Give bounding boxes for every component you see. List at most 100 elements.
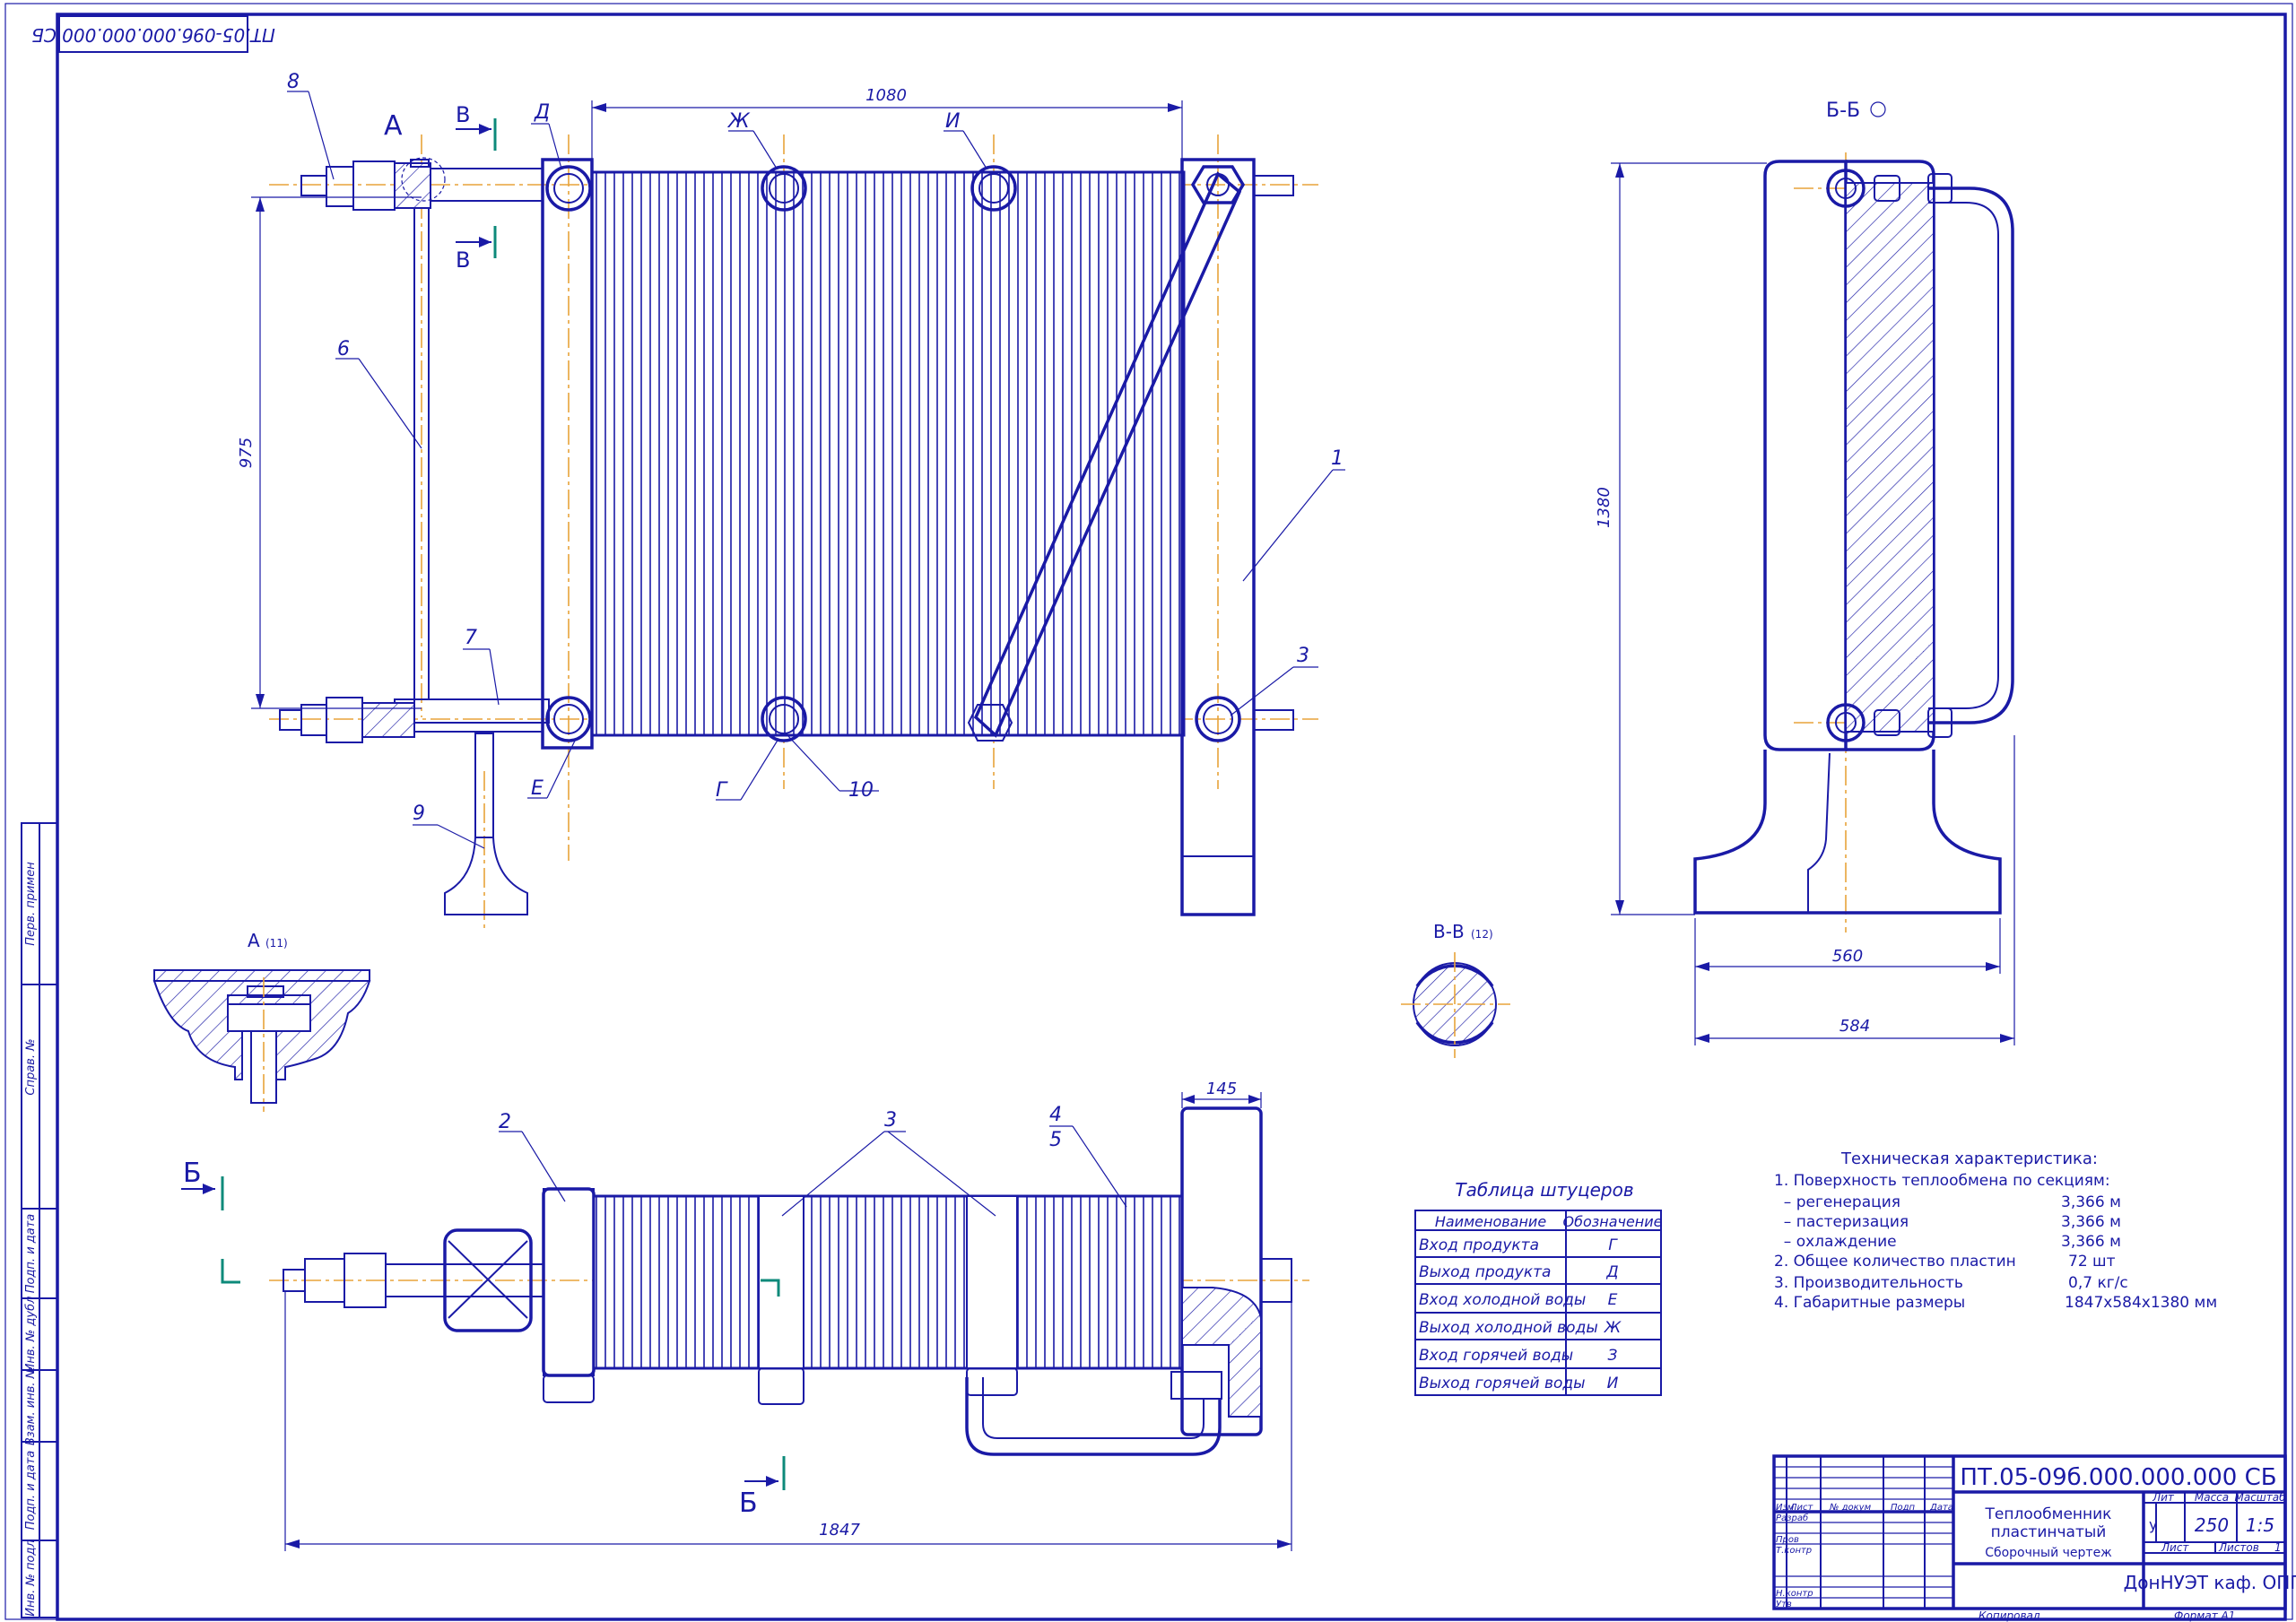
svg-text:Копировал: Копировал — [1979, 1609, 2040, 1622]
dimension-1847: 1847 — [284, 1291, 1292, 1551]
svg-text:Н.контр: Н.контр — [1776, 1589, 1813, 1599]
svg-text:Лист: Лист — [1789, 1503, 1814, 1513]
svg-text:Выход продукта: Выход продукта — [1419, 1263, 1551, 1281]
svg-text:Листов: Листов — [2218, 1541, 2259, 1554]
svg-text:– регенерация: – регенерация — [1774, 1193, 1900, 1211]
svg-text:Ж: Ж — [1604, 1319, 1622, 1337]
svg-text:Разраб: Разраб — [1776, 1513, 1808, 1523]
dimension-560: 560 — [1694, 918, 2001, 974]
side-stamp: Перв. примен Справ. № Подп. и дата Инв. … — [21, 822, 58, 1618]
svg-text:Подп. и дата: Подп. и дата — [24, 1451, 38, 1531]
svg-text:А: А — [384, 110, 403, 142]
pressure-plate — [541, 158, 594, 750]
svg-text:Е: Е — [1608, 1291, 1618, 1309]
svg-text:(12): (12) — [1471, 928, 1493, 941]
svg-text:Теплообменник: Теплообменник — [1985, 1505, 2112, 1523]
svg-text:И: И — [945, 110, 960, 133]
svg-text:3,366 м: 3,366 м — [2061, 1233, 2121, 1251]
svg-text:Т.контр: Т.контр — [1776, 1546, 1812, 1556]
svg-text:1: 1 — [1331, 447, 1344, 470]
svg-text:145: 145 — [1206, 1080, 1237, 1098]
dimension-584: 584 — [1694, 735, 2015, 1045]
svg-text:2: 2 — [499, 1111, 511, 1133]
svg-text:Б: Б — [739, 1488, 758, 1519]
svg-text:Пров: Пров — [1776, 1535, 1799, 1545]
dimension-145: 145 — [1181, 1080, 1262, 1108]
svg-text:Инв. № дубл: Инв. № дубл — [24, 1297, 38, 1373]
svg-text:3: 3 — [884, 1109, 897, 1132]
svg-text:пластинчатый: пластинчатый — [1991, 1523, 2107, 1541]
nozzle-I — [970, 165, 1017, 212]
svg-text:Утв: Утв — [1776, 1600, 1792, 1609]
svg-text:1. Поверхность теплообмена по: 1. Поверхность теплообмена по секциям: — [1774, 1172, 2110, 1190]
svg-text:4. Габаритные размеры: 4. Габаритные размеры — [1774, 1294, 1965, 1312]
svg-text:0,7 кг/с: 0,7 кг/с — [2068, 1274, 2128, 1292]
svg-text:Техническая характеристика:: Техническая характеристика: — [1840, 1149, 2098, 1168]
svg-text:Вход продукта: Вход продукта — [1419, 1236, 1539, 1254]
svg-text:9: 9 — [413, 802, 425, 825]
svg-text:Д: Д — [1605, 1263, 1618, 1281]
nozzle-G — [761, 696, 807, 742]
svg-text:10: 10 — [848, 779, 874, 802]
svg-text:Сборочный чертеж: Сборочный чертеж — [1985, 1546, 2112, 1560]
svg-text:Выход холодной воды: Выход холодной воды — [1419, 1319, 1598, 1337]
nozzle-Zh — [761, 165, 807, 212]
dimension-1380: 1380 — [1595, 162, 1767, 915]
svg-text:1:5: 1:5 — [2246, 1514, 2274, 1536]
svg-text:Г: Г — [716, 779, 728, 802]
title-block-code: ПТ.05-09б.000.000.000 СБ — [1960, 1464, 2276, 1491]
svg-text:З: З — [1608, 1347, 1618, 1365]
svg-text:3,366 м: 3,366 м — [2061, 1193, 2121, 1211]
svg-text:560: 560 — [1832, 947, 1863, 966]
svg-text:ДонНУЭТ каф. ОПП: ДонНУЭТ каф. ОПП — [2124, 1572, 2296, 1593]
svg-text:В: В — [456, 102, 470, 127]
svg-text:6: 6 — [337, 338, 350, 360]
nozzle-table: Таблица штуцеров Наименование Обозначени… — [1414, 1179, 1663, 1396]
svg-text:Лит: Лит — [2152, 1491, 2175, 1504]
svg-text:А: А — [248, 930, 260, 951]
svg-text:В-В: В-В — [1433, 921, 1465, 942]
svg-text:7: 7 — [465, 627, 477, 649]
svg-text:Наименование: Наименование — [1435, 1213, 1546, 1230]
nozzle-table-title: Таблица штуцеров — [1455, 1179, 1633, 1201]
svg-text:Ж: Ж — [726, 110, 751, 133]
doc-code-box: ПТ.05-09б.000.000.000 СБ — [31, 15, 275, 53]
callouts-front: 8 6 7 9 1 3 10 Г Е Д Ж И А В В — [287, 71, 1345, 849]
svg-text:Подп: Подп — [1891, 1503, 1916, 1513]
svg-text:4: 4 — [1049, 1104, 1062, 1126]
nozzle-D — [545, 165, 592, 212]
svg-text:Формат А1: Формат А1 — [2174, 1609, 2235, 1622]
plate-pack — [590, 170, 1186, 737]
svg-text:Инв. № подл: Инв. № подл — [24, 1540, 38, 1617]
svg-text:8: 8 — [287, 71, 300, 93]
nozzle-E — [545, 696, 592, 742]
plan-view: Б Б — [181, 1106, 1309, 1519]
svg-text:№ докум: № докум — [1829, 1503, 1872, 1513]
svg-text:Обозначение: Обозначение — [1562, 1213, 1662, 1230]
svg-text:у: у — [2149, 1516, 2157, 1533]
section-bb: Б-Б — [1693, 100, 2014, 932]
svg-text:1: 1 — [2274, 1541, 2282, 1554]
callouts-plan: 2 3 4 5 — [499, 1104, 1127, 1217]
svg-text:И: И — [1607, 1375, 1619, 1392]
svg-text:250: 250 — [2195, 1514, 2229, 1536]
front-view — [269, 134, 1318, 932]
doc-code-text: ПТ.05-09б.000.000.000 СБ — [31, 24, 275, 46]
svg-text:72 шт: 72 шт — [2068, 1253, 2116, 1271]
svg-text:3,366 м: 3,366 м — [2061, 1213, 2121, 1231]
svg-text:Перв. примен: Перв. примен — [24, 862, 38, 946]
svg-text:(11): (11) — [265, 937, 288, 950]
svg-text:Справ. №: Справ. № — [24, 1038, 38, 1095]
svg-text:Д: Д — [534, 101, 550, 124]
nozzle-Z — [1195, 696, 1241, 742]
svg-text:Масштаб: Масштаб — [2234, 1491, 2286, 1504]
svg-text:975: 975 — [237, 438, 256, 468]
svg-text:1380: 1380 — [1595, 487, 1613, 528]
svg-text:Вход холодной воды: Вход холодной воды — [1419, 1291, 1586, 1309]
svg-text:1847: 1847 — [819, 1521, 860, 1540]
svg-text:Выход горячей воды: Выход горячей воды — [1419, 1375, 1586, 1392]
svg-text:В: В — [456, 247, 470, 273]
svg-text:2. Общее количество пластин: 2. Общее количество пластин — [1774, 1253, 2016, 1271]
svg-text:Подп. и дата: Подп. и дата — [24, 1214, 38, 1294]
